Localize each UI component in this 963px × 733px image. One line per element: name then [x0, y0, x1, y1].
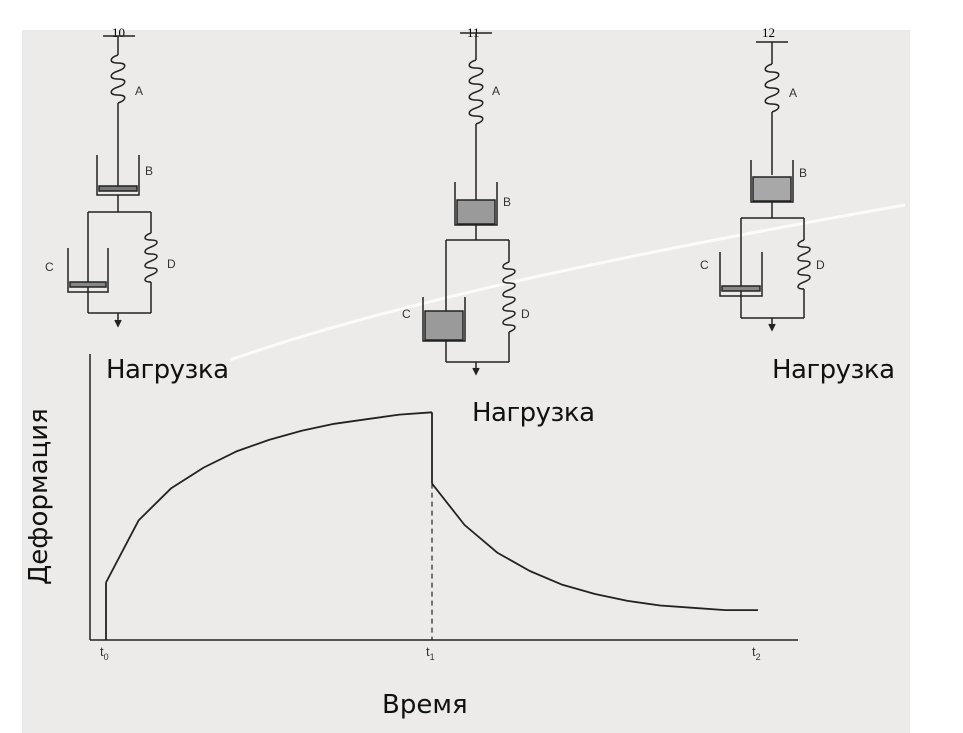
- spring-d-icon-2: [502, 261, 516, 333]
- scan-background: [22, 30, 910, 733]
- strain-curve-segment-2: [105, 411, 433, 583]
- arrow-icon-1: [114, 319, 122, 328]
- spring-a-label-3: A: [789, 86, 797, 100]
- strain-time-chart: t0 t1 t2: [89, 354, 798, 662]
- spring-a-icon-3: [764, 63, 780, 113]
- load-label-2: Нагрузка: [472, 398, 595, 428]
- paper-crease: [229, 203, 906, 362]
- spring-d-label-3: D: [816, 258, 825, 272]
- x-tick-label-t2: t2: [752, 644, 761, 662]
- spring-a-label-1: A: [135, 84, 143, 98]
- spring-a-label-2: A: [492, 84, 500, 98]
- strain-curve-segment-4: [431, 483, 758, 611]
- spring-a-icon-1: [110, 54, 126, 104]
- load-label-3: Нагрузка: [772, 355, 895, 385]
- y-axis-title: Деформация: [24, 408, 54, 585]
- spring-d-icon-1: [144, 232, 158, 283]
- load-label-1: Нагрузка: [106, 355, 229, 385]
- arrow-icon-3: [768, 323, 776, 332]
- spring-a-icon-2: [468, 59, 484, 125]
- spring-d-icon-3: [797, 239, 811, 290]
- x-tick-label-t0: t0: [100, 644, 109, 662]
- x-tick-label-t1: t1: [426, 644, 435, 662]
- dashpot-c-icon-3: [719, 252, 763, 297]
- spring-d-label-1: D: [167, 257, 176, 271]
- spring-d-label-2: D: [521, 307, 530, 321]
- dashpot-b-icon-2: [454, 182, 498, 226]
- dashpot-c-label-3: C: [700, 258, 709, 272]
- dashpot-b-label-1: B: [145, 164, 153, 178]
- dashpot-c-icon-1: [67, 248, 109, 293]
- burgers-model-1: [67, 35, 158, 328]
- dashpot-c-label-1: C: [45, 260, 54, 274]
- x-axis-title: Время: [382, 690, 468, 720]
- dashpot-c-icon-2: [422, 297, 466, 342]
- dashpot-c-label-2: C: [402, 307, 411, 321]
- figure-number-12: 12: [762, 25, 775, 40]
- dashpot-b-label-2: B: [503, 195, 511, 209]
- burgers-model-3: [719, 41, 811, 332]
- arrow-icon-2: [472, 367, 480, 376]
- burgers-model-2: [422, 32, 516, 376]
- dashpot-b-label-3: B: [799, 166, 807, 180]
